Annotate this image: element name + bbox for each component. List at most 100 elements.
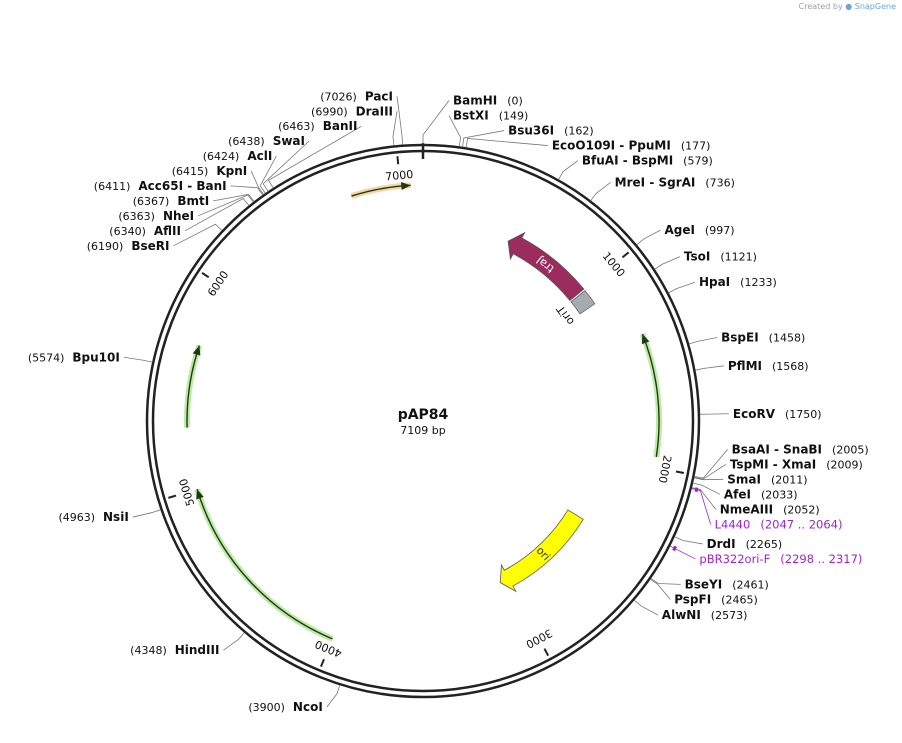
name-banii-33: BanII [323, 119, 358, 133]
name-pspfi-19: PspFI [674, 592, 711, 606]
tick-label-3000: 3000 [524, 626, 555, 651]
pos-pflmi-10: (1568) [772, 360, 809, 373]
name-paci-35: PacI [365, 89, 393, 103]
pos-kpni-30: (6415) [172, 165, 209, 178]
orange-cds-arrowhead [400, 182, 411, 190]
leader-draiii-34 [392, 111, 398, 146]
pos-bstxi-1: (149) [499, 110, 529, 123]
tick-5000 [168, 494, 177, 499]
enzyme-hpai: HpaI(1233) [699, 275, 777, 289]
pos-pbr322ori-f-37: (2298 .. 2317) [780, 552, 862, 566]
name-l4440-36: L4440 [715, 517, 751, 531]
name-bsaai-snabi-12: BsaAI - SnaBI [732, 442, 822, 456]
name-drdi-17: DrdI [707, 537, 736, 551]
name-bmti-28: BmtI [177, 194, 209, 208]
enzyme-bmti: BmtI(6367) [133, 194, 209, 208]
enzyme-draiii: DraIII(6990) [311, 104, 393, 118]
snapgene-credit: Created by ● SnapGene [799, 2, 896, 11]
leader-pspfi-19 [650, 578, 671, 600]
enzyme-mrei-sgrai: MreI - SgrAI(736) [615, 175, 735, 189]
enzyme-pflmi: PflMI (1568) [728, 359, 809, 373]
enzyme-bsaai-snabi: BsaAI - SnaBI (2005) [732, 442, 869, 456]
enzyme-afei: AfeI(2033) [724, 487, 798, 501]
enzyme-bsu36i: Bsu36I(162) [508, 124, 594, 138]
leader-bamhi-0 [422, 100, 450, 144]
enzyme-bamhi: BamHI(0) [453, 94, 523, 108]
enzyme-agei: AgeI(997) [664, 223, 734, 237]
enzyme-nsii: NsiI(4963) [58, 510, 128, 524]
green-cds-3-line [196, 488, 333, 640]
name-bfuai-bspmi-4: BfuAI - BspMI [582, 154, 673, 168]
leader-banii-33 [267, 125, 362, 189]
pos-tsoi-7: (1121) [720, 251, 757, 264]
enzyme-bpu10i: Bpu10I(5574) [28, 350, 120, 364]
name-kpni-30: KpnI [216, 164, 247, 178]
leader-bseri-25 [173, 223, 223, 247]
pos-banii-33: (6463) [278, 120, 315, 133]
name-ecorv-11: EcoRV [733, 407, 776, 421]
enzyme-bseyi: BseYI(2461) [685, 577, 769, 591]
pos-alwni-20: (2573) [711, 609, 748, 622]
enzyme-ecorv: EcoRV(1750) [733, 407, 822, 421]
tick-7000 [396, 156, 400, 165]
pos-pspfi-19: (2465) [721, 593, 758, 606]
pos-drdi-17: (2265) [746, 538, 783, 551]
name-nmeaiii-16: NmeAIII [720, 502, 773, 516]
leader-mrei-sgrai-5 [590, 181, 611, 201]
name-afei-15: AfeI [724, 487, 751, 501]
tick-label-6000: 6000 [205, 268, 231, 298]
pos-bamhi-0: (0) [507, 95, 523, 108]
enzyme-bspei: BspEI(1458) [721, 330, 805, 344]
enzyme-nhei: NheI(6363) [118, 209, 194, 223]
enzyme-acli: AclI (6424) [203, 149, 273, 163]
green-cds-1-line [641, 333, 660, 458]
name-nhei-27: NheI [163, 209, 194, 223]
name-acli-31: AclI [247, 149, 272, 163]
pos-hpai-8: (1233) [740, 276, 777, 289]
leader-drdi-17 [674, 536, 703, 545]
pos-bsaai-snabi-12: (2005) [832, 443, 869, 456]
name-swai-32: SwaI [273, 134, 305, 148]
name-bsu36i-2: Bsu36I [508, 124, 554, 138]
name-agei-6: AgeI [664, 223, 694, 237]
leader-ecoo109i-ppumi-3 [465, 138, 548, 148]
plasmid-size: 7109 bp [400, 424, 445, 437]
name-tspmi-xmai-13: TspMI - XmaI [730, 457, 816, 471]
tick-label-7000: 7000 [385, 168, 414, 184]
pos-acc65i-bani-29: (6411) [94, 180, 131, 193]
tick-6000 [201, 272, 210, 279]
leader-nsii-23 [132, 509, 161, 518]
primer-l4440: L4440(2047 .. 2064) [715, 517, 843, 531]
enzyme-tsoi: TsoI(1121) [684, 250, 757, 264]
leader-aflii-26 [184, 198, 250, 232]
enzyme-smai: SmaI(2011) [727, 472, 807, 486]
enzyme-aflii: AflII(6340) [109, 224, 181, 238]
leader-paci-35 [396, 96, 404, 145]
name-pflmi-10: PflMI [728, 359, 762, 373]
leader-ecorv-11 [699, 413, 729, 415]
enzyme-kpni: KpnI (6415) [172, 164, 247, 178]
primer-pbr322ori-f: pBR322ori-F(2298 .. 2317) [699, 552, 862, 566]
leader-acli-31 [259, 155, 277, 194]
enzyme-banii: BanII (6463) [278, 119, 357, 133]
snapgene-icon: ● [845, 2, 853, 11]
plasmid-name: pAP84 [398, 407, 449, 423]
pos-acli-31: (6424) [203, 150, 240, 163]
pos-nsii-23: (4963) [58, 511, 95, 524]
tick-label-2000: 2000 [656, 454, 674, 484]
pos-bpu10i-24: (5574) [28, 351, 65, 364]
name-bseri-25: BseRI [131, 239, 169, 253]
leader-smai-14 [694, 477, 724, 481]
leader-bsaai-snabi-12 [694, 449, 728, 479]
pos-ncoi-21: (3900) [248, 701, 285, 714]
name-aflii-26: AflII [154, 224, 181, 238]
name-bseyi-18: BseYI [685, 577, 723, 591]
pos-hindiii-22: (4348) [130, 644, 167, 657]
leader-pbr322ori-f-37 [669, 545, 696, 560]
leader-swai-32 [262, 140, 310, 192]
enzyme-hindiii: HindIII(4348) [130, 643, 219, 657]
leader-bmti-28 [213, 193, 255, 202]
leader-l4440-36 [691, 488, 712, 525]
